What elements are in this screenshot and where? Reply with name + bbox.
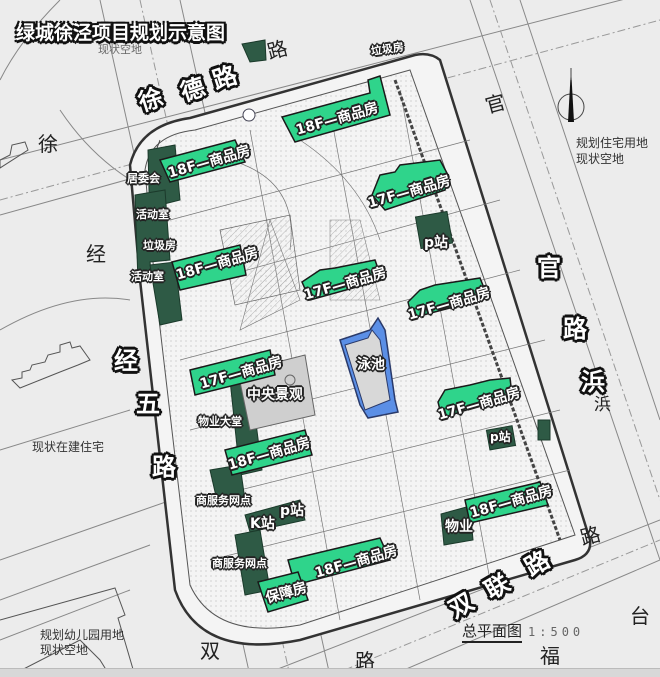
road-faint-xu: 徐 [38,132,58,156]
sw-land-label-2: 现状空地 [40,643,89,657]
facility-p-station-e: p站 [490,430,511,444]
scale-title: 总平面图 [462,622,523,643]
swimming-pool [339,316,399,419]
ne-land-label-1: 规划住宅用地 [576,136,649,150]
marker-circle [242,108,256,122]
residential-buildings [158,75,549,613]
nw-land-label: 现状空地 [98,43,142,56]
scale-caption: 总平面图 1:500 [462,620,585,643]
pool-label: 泳池 [357,357,385,373]
road-faint-fu: 福 [540,644,560,668]
sw-land-label-1: 规划幼儿园用地 [40,628,125,642]
existing-building-outline [10,341,91,389]
facility-p-station-sw: p站 [280,503,305,519]
w-residential-label: 现状在建住宅 [32,440,105,454]
road-east-bang: 浜 [581,368,605,396]
facility-k-station: K站 [250,516,275,532]
bottom-edge [0,668,660,677]
road-east-lu: 路 [563,315,587,343]
facility-shop-1: 商服务网点 [196,494,251,507]
facility-shop-2: 商服务网点 [212,557,267,570]
facility-garbage-w: 垃圾房 [143,239,176,252]
facility-p-station-ne: p站 [424,235,449,251]
north-arrow-icon [557,68,585,122]
kindergarten-plot-outline [0,587,136,676]
road-faint-shuang: 路 [355,649,375,673]
road-faint-bang: 浜 [594,395,611,415]
road-west-wu: 五 [136,390,160,418]
facility-property-lobby: 物业大堂 [198,415,242,428]
road-faint-lu-sw: 双 [200,639,220,663]
road-west-jing: 经 [114,347,138,375]
road-east-guan: 官 [537,254,561,282]
facility-activity-room-1: 活动室 [136,208,169,221]
road-faint-jing: 经 [86,242,106,266]
road-faint-tai: 台 [630,604,650,628]
ne-land-label-2: 现状空地 [576,152,625,166]
map-title: 绿城徐泾项目规划示意图 [16,22,226,44]
road-west-lu: 路 [152,453,176,481]
scale-ratio: 1:500 [528,625,585,639]
central-landscape-label: 中央景观 [247,387,303,403]
facility-property-se: 物业 [445,519,473,535]
facility-residents-committee: 居委会 [127,172,160,185]
facility-activity-room-2: 活动室 [131,270,164,283]
